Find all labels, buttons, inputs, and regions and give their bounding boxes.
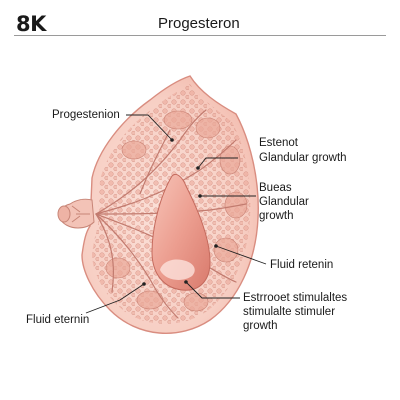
milk-ducts [95, 109, 247, 319]
label-estrogen-line2: Glandular growth [259, 152, 347, 164]
title-divider [14, 35, 386, 36]
label-fluid-retention-left: Fluid eternin [26, 314, 90, 326]
label-estrogen-line1: Estenot [259, 137, 298, 149]
label-stimulates-line3: growth [243, 320, 278, 332]
fluid-cyst [151, 173, 211, 291]
leader-lines [85, 114, 267, 314]
label-stimulates-line1: Estrrooet stimulaltes [243, 292, 348, 304]
label-bueas-line2: Glandular [259, 196, 309, 208]
label-fluid-retention-right: Fluid retenin [270, 259, 334, 271]
fluid-cyst-highlight [160, 259, 195, 280]
nipple [57, 198, 95, 229]
label-progesterone: Progestenion [52, 109, 120, 121]
leader-dots [142, 138, 218, 286]
label-bueas-line3: growth [259, 210, 294, 222]
page-title: Progesteron [158, 15, 240, 32]
lobule-clusters [105, 110, 248, 312]
label-stimulates-line2: stimulalte stimuler [243, 306, 336, 318]
label-bueas-line1: Bueas [259, 182, 292, 194]
brand-mark: 8K [16, 12, 46, 36]
